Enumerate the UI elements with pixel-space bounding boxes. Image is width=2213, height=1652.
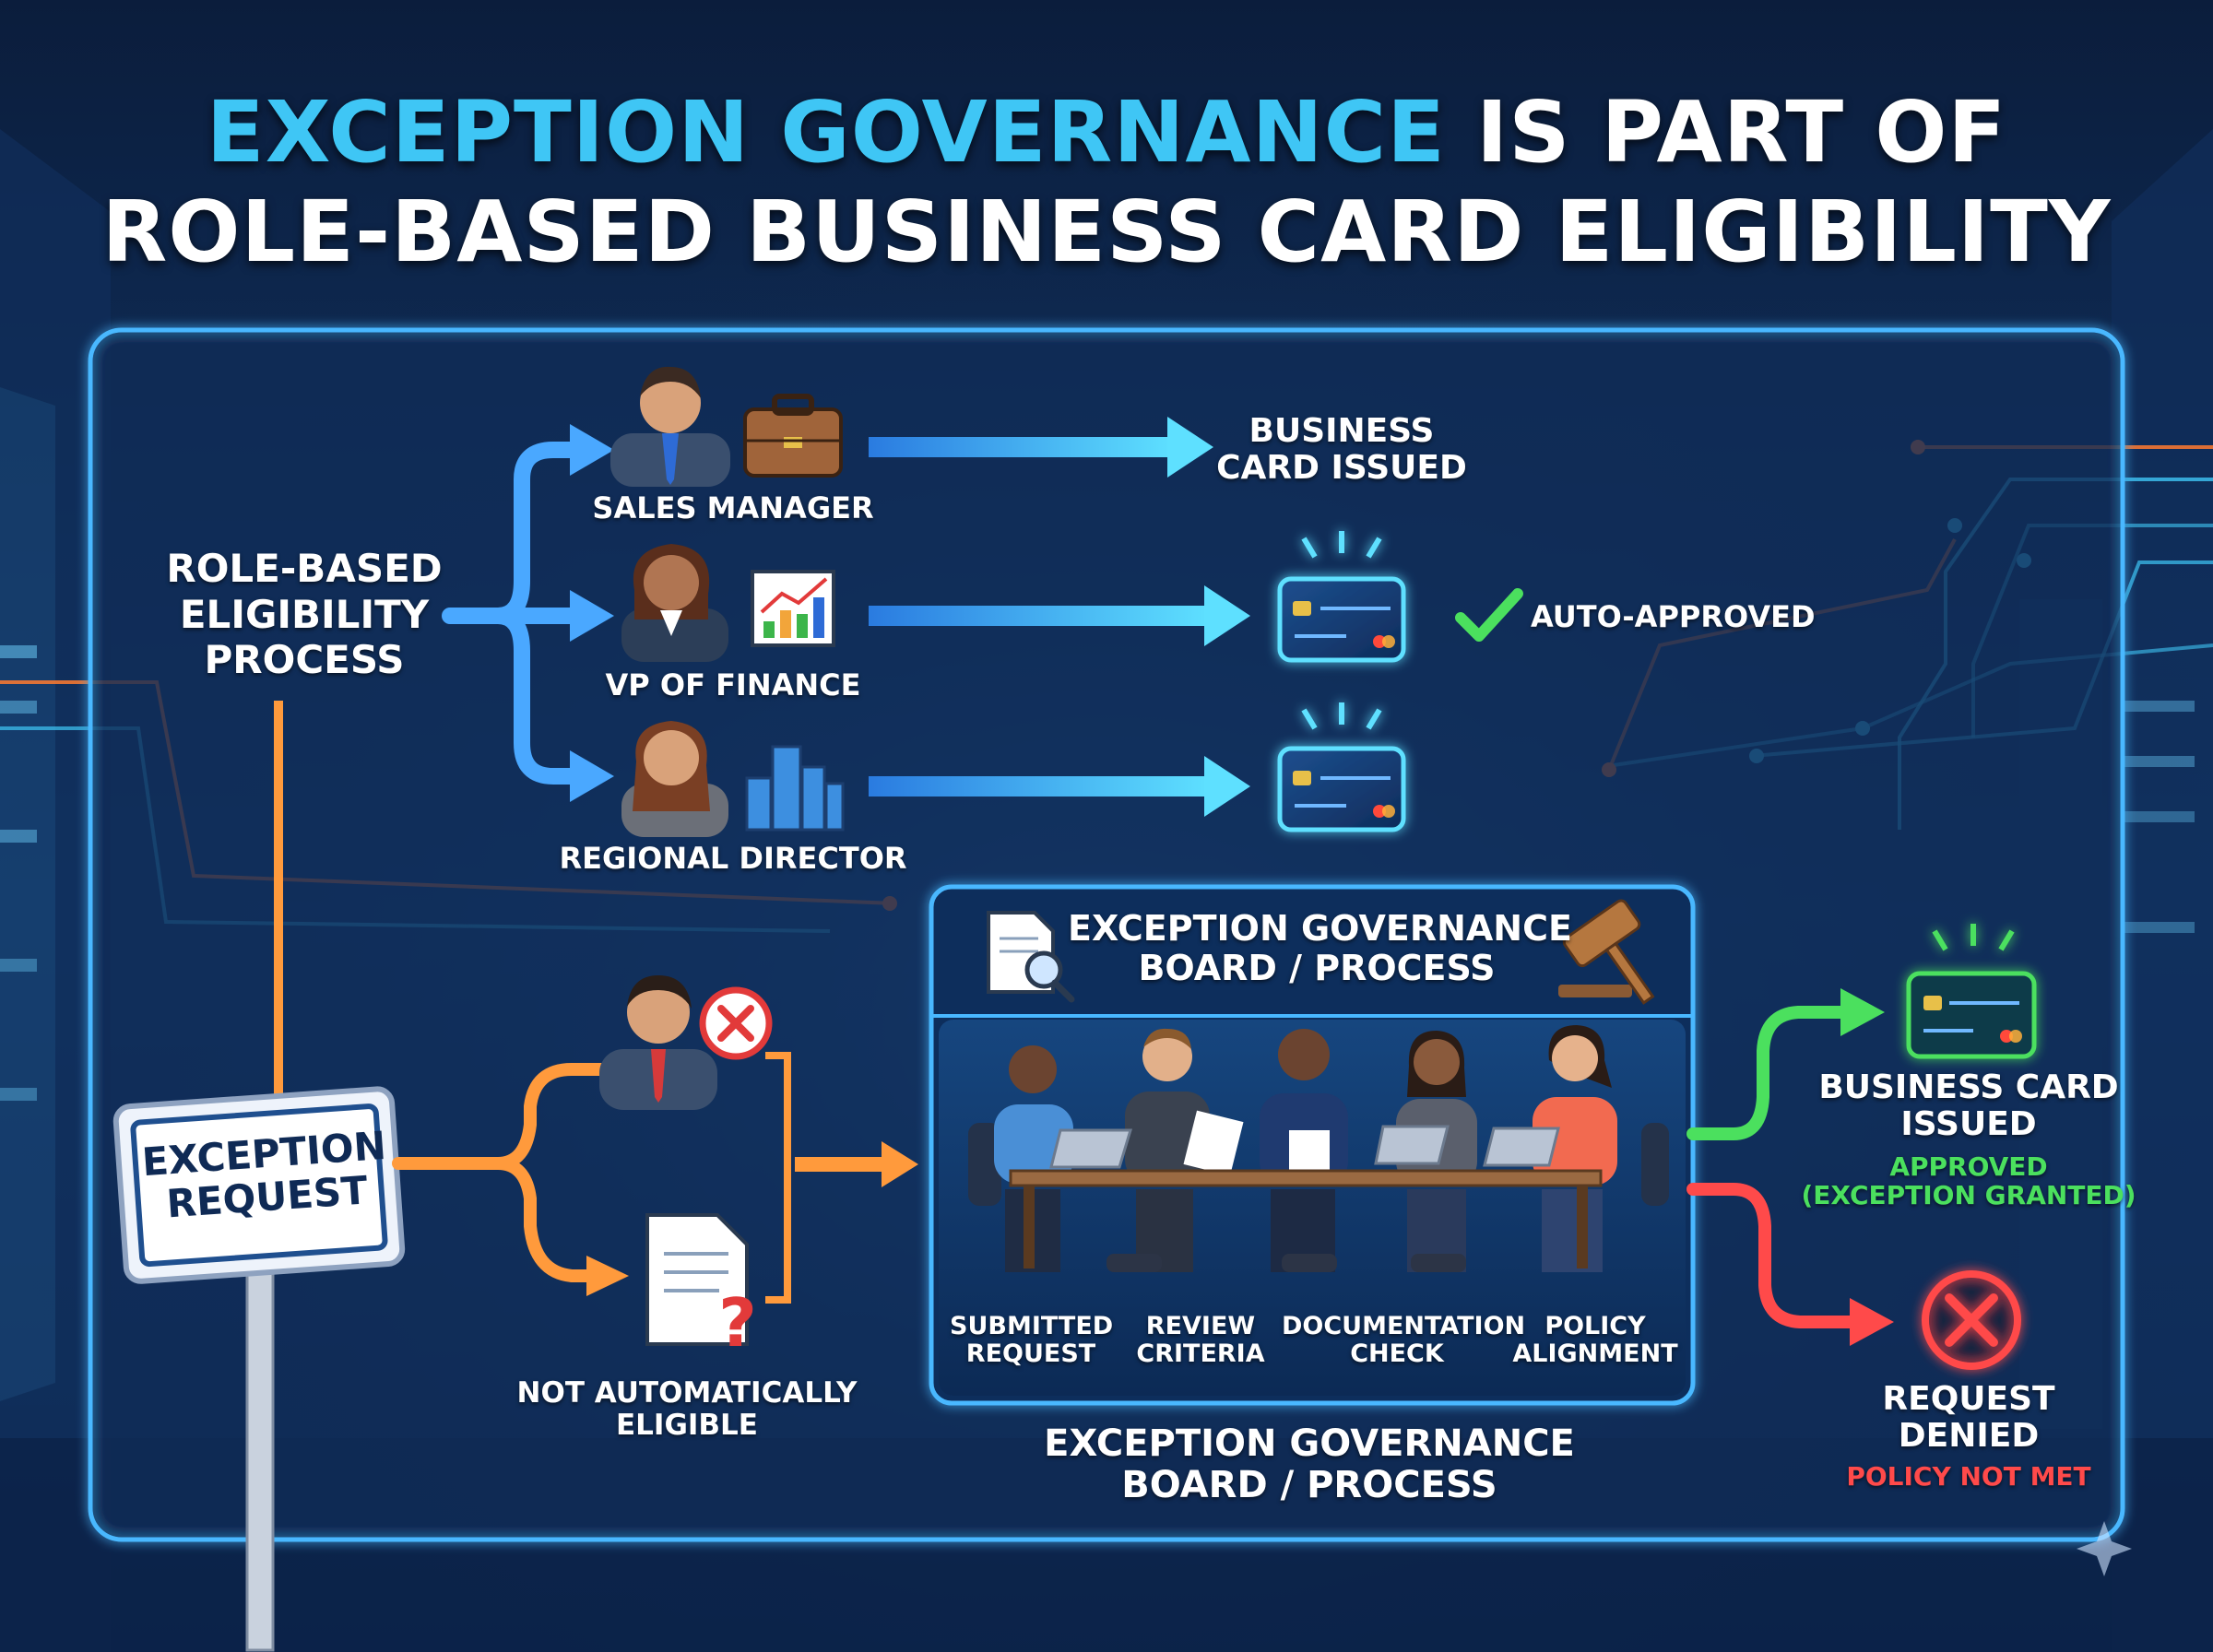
skyline-left [0,129,111,1652]
svg-text:?: ? [718,1284,757,1362]
outcome-card-issued: BUSINESS CARD ISSUED [1189,412,1494,488]
board-meeting-illustration [968,1025,1669,1272]
denied-x-icon [1922,1270,2021,1370]
board-step-1-line1: SUBMITTED [950,1312,1114,1340]
not-eligible-line2: ELIGIBLE [615,1408,758,1442]
board-entry-arrowhead [882,1141,918,1187]
denied-arrow [1686,1183,1860,1328]
board-step-3-line1: DOCUMENTATION [1282,1312,1526,1340]
briefcase-icon [743,394,843,478]
approved-status-line2: (EXCEPTION GRANTED) [1801,1180,2136,1211]
board-step-2-line1: REVIEW [1145,1312,1256,1340]
board-caption: EXCEPTION GOVERNANCE BOARD / PROCESS [1024,1423,1595,1506]
process-label: ROLE-BASED ELIGIBILITY PROCESS [138,546,470,683]
board-member-5 [1533,1025,1617,1272]
outcome-card-issued-line1: BUSINESS [1249,412,1435,450]
role-label-vp-finance: VP OF FINANCE [605,667,861,702]
process-label-line2: ELIGIBILITY [179,591,430,637]
denied-outcome: REQUEST DENIED [1835,1380,2102,1456]
not-eligible-line1: NOT AUTOMATICALLY [516,1376,858,1410]
board-header-line2: BOARD / PROCESS [1138,947,1496,988]
board-header: EXCEPTION GOVERNANCE BOARD / PROCESS [1068,908,1572,988]
board-step-4-line2: ALIGNMENT [1512,1339,1678,1369]
avatar-sales-manager [610,366,730,487]
not-eligible-label: NOT AUTOMATICALLY ELIGIBLE [516,1377,858,1441]
board-caption-line1: EXCEPTION GOVERNANCE [1044,1422,1575,1465]
board-header-line1: EXCEPTION GOVERNANCE [1068,908,1572,949]
denied-line2: DENIED [1898,1417,2040,1456]
document-question-icon: ? [645,1213,757,1362]
board-step-documentation: DOCUMENTATION CHECK [1282,1312,1526,1369]
approved-card-icon [1906,924,2037,1059]
board-step-policy: POLICY ALIGNMENT [1512,1312,1678,1369]
approved-outcome: BUSINESS CARD ISSUED [1807,1068,2130,1144]
document-search-icon [987,911,1075,1003]
board-member-2 [1125,1028,1244,1272]
board-step-3-line2: CHECK [1350,1339,1444,1369]
page-title-line1: EXCEPTION GOVERNANCE IS PART OF [0,83,2213,182]
board-step-1-line2: REQUEST [965,1339,1096,1369]
denied-status: POLICY NOT MET [1846,1461,2091,1492]
growth-chart-icon [751,570,835,647]
denied-line1: REQUEST [1882,1380,2055,1418]
page-title-line2: ROLE-BASED BUSINESS CARD ELIGIBILITY [101,183,2112,281]
board-caption-line2: BOARD / PROCESS [1121,1463,1497,1506]
avatar-vp-finance [621,544,728,662]
auto-approved-label: AUTO-APPROVED [1531,599,1816,634]
city-buildings-icon [745,745,845,832]
avatar-rejected [599,975,717,1110]
board-step-review: REVIEW CRITERIA [1119,1312,1282,1369]
exception-request-sign [112,1086,406,1652]
outcome-card-issued-line2: CARD ISSUED [1216,449,1467,488]
reject-x-icon [699,986,773,1060]
approved-status-line1: APPROVED [1889,1151,2048,1182]
checkmark-icon [1455,588,1523,642]
approved-arrow [1686,1006,1851,1140]
process-label-line1: ROLE-BASED [166,546,443,591]
into-board-bracket [765,1052,791,1304]
role-label-regional-director: REGIONAL DIRECTOR [559,841,907,876]
gavel-icon [1558,899,1655,1005]
role-label-sales-manager: SALES MANAGER [592,490,874,525]
exception-arrowhead-doc [586,1256,629,1296]
card-icon-director [1277,702,1406,832]
sparkle-icon [2077,1521,2132,1576]
board-step-2-line2: CRITERIA [1136,1339,1265,1369]
card-icon-vp [1277,531,1406,663]
role-outcome-arrows [869,417,1250,817]
title-highlight: EXCEPTION GOVERNANCE [206,83,1446,182]
board-step-4-line1: POLICY [1544,1312,1646,1340]
exception-branch-brace [392,1063,608,1282]
role-branch-brace [442,442,580,785]
approved-status: APPROVED (EXCEPTION GRANTED) [1789,1152,2148,1210]
avatar-regional-director [621,721,728,837]
approved-line2: ISSUED [1900,1105,2037,1144]
board-step-submitted: SUBMITTED REQUEST [950,1312,1114,1369]
approved-line1: BUSINESS CARD [1818,1068,2119,1106]
exception-request-label: EXCEPTION REQUEST [124,1123,407,1229]
role-branch-arrowheads [570,424,614,802]
title-rest: IS PART OF [1445,83,2007,182]
process-label-line3: PROCESS [204,637,405,683]
